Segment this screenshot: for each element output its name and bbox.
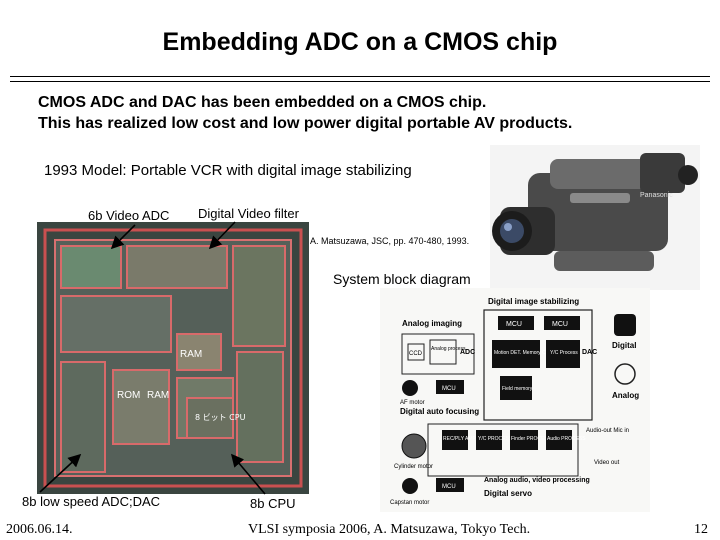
system-block-diagram: Digital image stabilizing Analog imaging… [380, 288, 650, 512]
diag-mcu-4: MCU [442, 484, 456, 490]
page-number: 12 [694, 522, 708, 537]
diag-analog-process: Analog process [431, 346, 466, 352]
diag-video-out: Video out [594, 460, 620, 466]
diag-mcu-2: MCU [552, 321, 568, 328]
chip-die-photo: RAM RAM ROM 8 ビット CPU [37, 222, 309, 494]
label-video-adc: 6b Video ADC [88, 208, 170, 223]
footer-conference: VLSI symposia 2006, A. Matsuzawa, Tokyo … [248, 522, 531, 537]
diag-capstan: Capstan motor [390, 500, 429, 506]
chip-ram-1: RAM [180, 349, 202, 360]
model-caption: 1993 Model: Portable VCR with digital im… [44, 162, 412, 179]
camera-brand: Panasonic [640, 192, 673, 199]
chip-ram-2: RAM [147, 390, 169, 401]
chip-cpu-label: 8 ビット CPU [195, 413, 246, 422]
diag-motion-det: Motion DET. Memory CNT [494, 350, 552, 356]
diag-auto-focusing: Digital auto focusing [400, 407, 479, 416]
diag-yc-process-2: Y/C PROCESS [478, 436, 513, 442]
diag-audio-out: Audio-out Mic in [586, 428, 629, 434]
diag-finder: Finder PROCESS [511, 436, 552, 442]
intro-line-1: CMOS ADC and DAC has been embedded on a … [38, 94, 487, 111]
diag-digital: Digital [612, 341, 636, 350]
label-video-filter: Digital Video filter [198, 206, 299, 221]
diag-rec-amp: REC/PLY AMP [443, 436, 477, 442]
diag-adc: ADC [460, 349, 475, 356]
diag-audio: Audio PROCESS [547, 436, 586, 442]
system-diagram-label: System block diagram [333, 271, 471, 287]
diag-field-memory: Field memory [502, 386, 533, 392]
camera-photo: Panasonic [490, 145, 700, 290]
diag-mcu-1: MCU [506, 321, 522, 328]
diag-mcu-3: MCU [442, 386, 456, 392]
diag-analog-imaging: Analog imaging [402, 319, 462, 328]
footer-date: 2006.06.14. [6, 522, 73, 537]
diag-servo: Digital servo [484, 489, 532, 498]
diag-af-motor: AF motor [400, 400, 425, 406]
diag-yc-process: Y/C Process [550, 350, 578, 356]
diag-dac: DAC [582, 349, 597, 356]
diag-analog-audio: Analog audio, video processing [484, 477, 590, 484]
diag-cylinder: Cylinder motor [394, 464, 433, 470]
slide-title: Embedding ADC on a CMOS chip [162, 28, 558, 56]
chip-rom: ROM [117, 390, 140, 401]
title-rule [10, 76, 710, 82]
intro-line-2: This has realized low cost and low power… [38, 115, 573, 132]
diag-ccd: CCD [409, 351, 423, 357]
label-cpu: 8b CPU [250, 496, 296, 511]
reference-citation: A. Matsuzawa, JSC, pp. 470-480, 1993. [310, 236, 470, 246]
diag-analog: Analog [612, 391, 639, 400]
label-low-speed-adc-dac: 8b low speed ADC;DAC [22, 494, 161, 509]
diag-title: Digital image stabilizing [488, 297, 579, 306]
